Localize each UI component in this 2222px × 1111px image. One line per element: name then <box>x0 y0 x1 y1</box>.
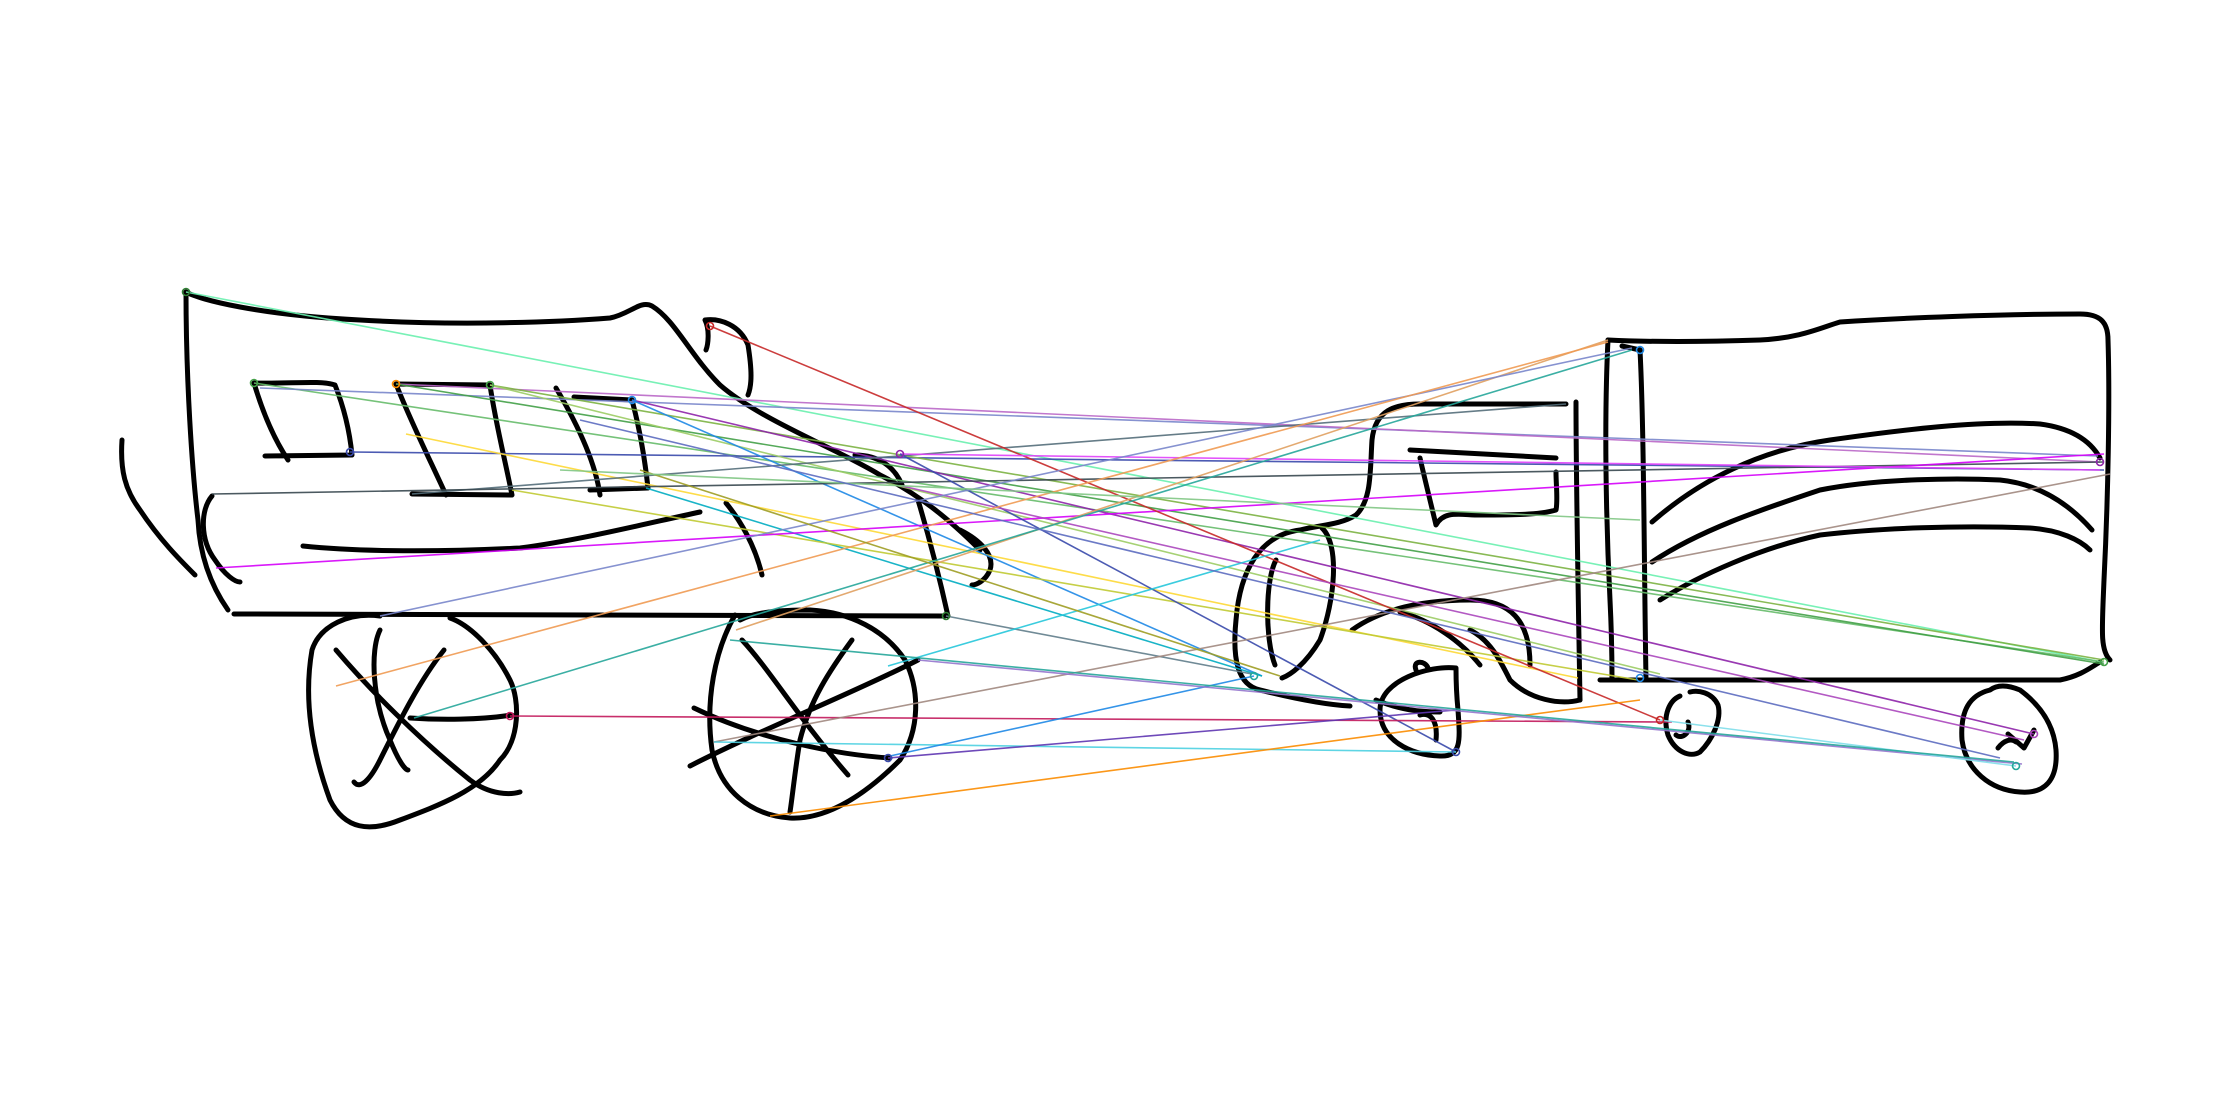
match-line <box>579 419 2001 759</box>
keypoint <box>2099 657 2109 667</box>
match-line <box>489 384 1661 675</box>
keypoint <box>941 611 951 621</box>
keypoint <box>1451 747 1461 757</box>
match-line <box>411 403 1567 495</box>
match-line <box>631 399 1263 677</box>
bus-rear-bumper <box>119 437 198 578</box>
match-line <box>395 383 2105 665</box>
keypoint <box>1635 345 1645 355</box>
bus-rear-wheel <box>306 612 520 830</box>
match-line <box>889 675 1255 757</box>
match-line <box>631 399 2035 735</box>
match-line <box>945 615 1253 675</box>
match-line <box>413 349 1633 719</box>
match-line <box>1659 719 2017 767</box>
match-line <box>185 291 2103 663</box>
bus-roof-line <box>183 289 983 553</box>
bus-front-wheel <box>707 607 919 821</box>
match-line <box>713 473 2111 743</box>
keypoint <box>705 321 715 331</box>
match-line <box>259 387 2099 457</box>
correspondence-lines <box>185 291 2111 817</box>
keypoint <box>1249 671 1259 681</box>
bus-front-panel <box>852 452 994 619</box>
bus-window-2 <box>393 381 515 498</box>
match-line <box>769 699 1641 817</box>
bus-side-stripe <box>300 509 703 554</box>
match-line <box>735 339 1609 631</box>
truck-middle-wheel <box>1663 688 1722 757</box>
keypoint <box>345 447 355 457</box>
keypoint <box>1635 673 1645 683</box>
bus-sketch <box>119 289 994 830</box>
keypoint <box>2029 729 2039 739</box>
match-line <box>639 469 1281 677</box>
match-line <box>887 539 1321 667</box>
match-line <box>713 741 1457 753</box>
match-line <box>395 383 2101 463</box>
keypoint <box>505 711 515 721</box>
match-line <box>645 487 1263 677</box>
keypoint-markers <box>181 287 2109 771</box>
keypoint <box>249 378 259 388</box>
truck-trailer-front-edge <box>1603 337 1649 683</box>
bus-rear-panel <box>200 493 243 585</box>
truck-trailer-bottom <box>1597 659 2103 683</box>
match-line <box>211 461 2105 495</box>
bus-rear-edge <box>183 289 231 613</box>
truck-rear-wheel <box>1959 683 2059 795</box>
match-line <box>709 325 1661 721</box>
keypoint <box>1655 715 1665 725</box>
truck-front-wheel <box>1377 659 1462 759</box>
keypoint <box>181 287 191 297</box>
match-line <box>215 453 2105 569</box>
keypoint <box>2095 457 2105 467</box>
keypoint <box>391 379 401 389</box>
bus-front-wheel-spokes <box>687 637 921 815</box>
bus-bottom-line <box>231 611 948 619</box>
truck-trailer-stripe-3 <box>1657 524 2093 603</box>
truck-trailer-top <box>1605 311 2113 663</box>
truck-cab-window <box>1407 447 1560 528</box>
keypoint <box>883 753 893 763</box>
keypoint <box>485 380 495 390</box>
truck-trailer-stripe-2 <box>1649 476 2095 565</box>
match-line <box>887 709 1457 759</box>
match-line <box>729 639 2015 763</box>
keypoint <box>2011 761 2021 771</box>
match-line <box>511 489 1639 681</box>
bus-door <box>702 317 765 578</box>
keypoint <box>627 395 637 405</box>
match-line <box>253 382 2105 663</box>
match-line <box>917 659 2023 765</box>
match-line <box>559 469 1641 521</box>
bus-window-1 <box>251 379 355 463</box>
match-line <box>901 485 2025 741</box>
truck-trailer-stripe-1 <box>1649 420 2103 525</box>
bus-rear-wheel-spokes <box>333 627 523 796</box>
match-line <box>899 453 2101 471</box>
keypoint <box>895 449 905 459</box>
